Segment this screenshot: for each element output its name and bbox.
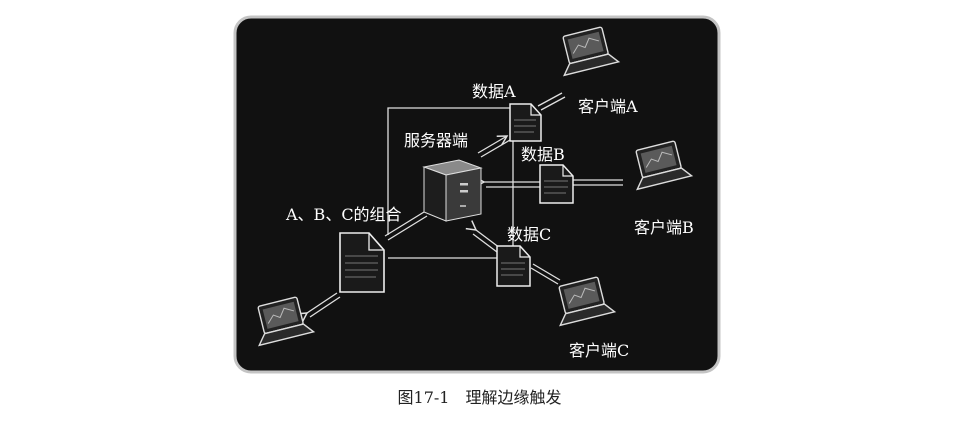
arrow-combined-to-client bbox=[296, 292, 338, 323]
client-c-laptop-icon bbox=[558, 276, 617, 327]
hollow-arrows bbox=[296, 135, 540, 323]
figure-number: 图17-1 bbox=[397, 388, 450, 407]
data-a-label: 数据A bbox=[472, 82, 516, 101]
figure-title: 理解边缘触发 bbox=[465, 388, 562, 407]
data-c-label: 数据C bbox=[507, 225, 551, 244]
arrow-data-c-to-server bbox=[465, 220, 501, 249]
client-links bbox=[530, 92, 623, 285]
receiver-laptop-icon bbox=[257, 296, 316, 347]
client-b-laptop-icon bbox=[635, 140, 694, 191]
data-a-document-icon bbox=[509, 103, 542, 142]
link-server-to-combined bbox=[384, 211, 425, 237]
figure-caption: 图17-1 理解边缘触发 bbox=[0, 384, 959, 408]
client-a-laptop-icon bbox=[562, 26, 621, 77]
data-b-document-icon bbox=[539, 164, 574, 204]
client-a-label: 客户端A bbox=[578, 97, 638, 116]
server-icon bbox=[422, 159, 483, 222]
connection-lines bbox=[387, 107, 514, 259]
link-client-a-to-data-a bbox=[537, 92, 563, 107]
data-c-document-icon bbox=[496, 245, 531, 287]
link-client-c-to-data-c bbox=[532, 263, 561, 281]
client-b-label: 客户端B bbox=[634, 218, 694, 237]
data-b-label: 数据B bbox=[521, 145, 565, 164]
combined-document-icon bbox=[339, 232, 385, 293]
client-c-label: 客户端C bbox=[569, 341, 629, 360]
combined-label: A、B、C的组合 bbox=[285, 205, 402, 224]
line-data-a-to-combined bbox=[387, 107, 510, 235]
arrow-data-a-to-server bbox=[477, 135, 509, 154]
server-label: 服务器端 bbox=[404, 131, 468, 150]
